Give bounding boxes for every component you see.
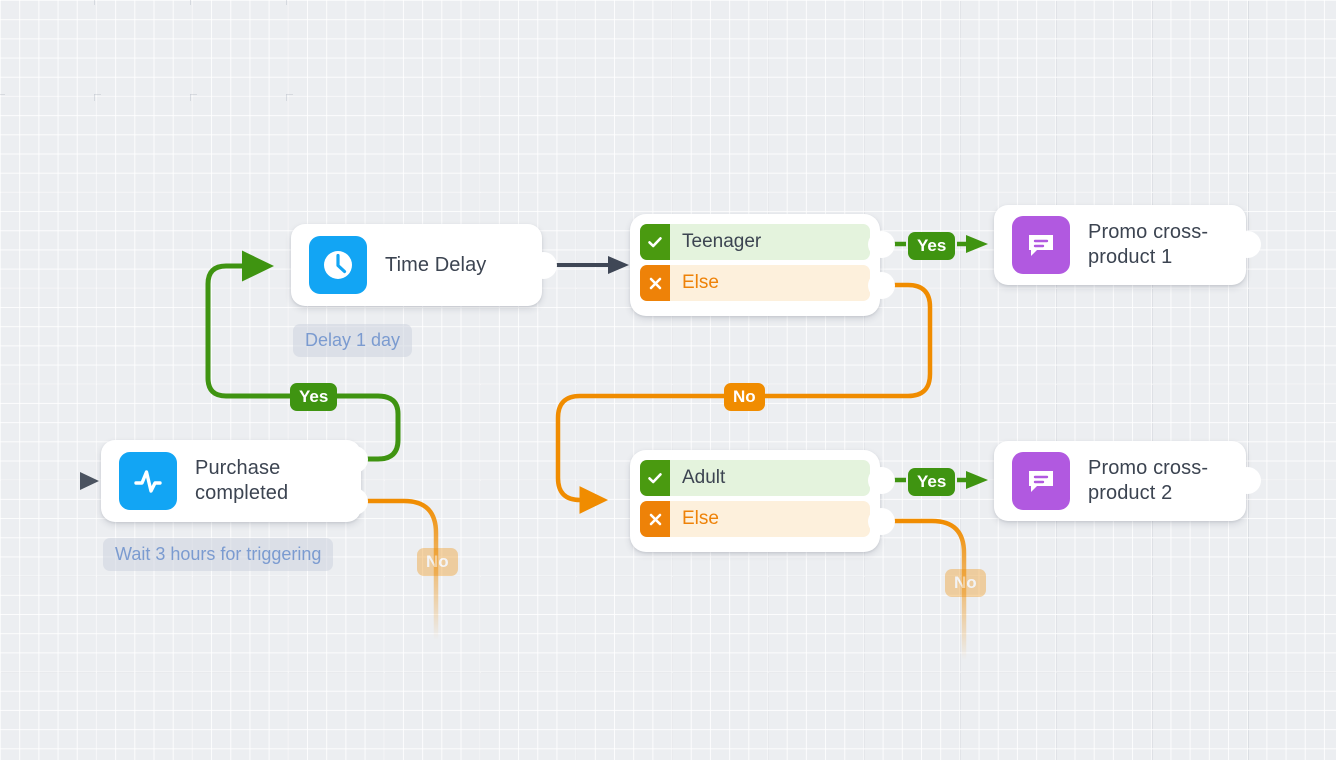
node-time-delay[interactable]: Time Delay [291,224,542,306]
port-adult-true[interactable] [868,467,895,494]
condition-row-true[interactable]: Teenager [640,224,870,260]
edge-label-teenager-yes[interactable]: Yes [908,232,956,260]
port-purchase-no[interactable] [341,488,368,515]
edge-label-purchase-yes[interactable]: Yes [290,383,338,411]
check-icon [640,224,670,260]
condition-false-label: Else [682,272,719,293]
node-condition-adult[interactable]: Adult Else [630,450,880,552]
port-purchase-yes[interactable] [341,446,368,473]
port-promo-1-out[interactable] [1234,231,1261,258]
time-delay-meta-label: Delay 1 day [293,324,413,357]
condition-false-label: Else [682,508,719,529]
port-adult-else[interactable] [868,508,895,535]
condition-row-true[interactable]: Adult [640,460,870,496]
node-title: Time Delay [385,253,487,276]
edge-label-teenager-else[interactable]: No [724,383,765,411]
condition-row-false[interactable]: Else [640,501,870,537]
cross-icon [640,501,670,537]
condition-true-label: Adult [682,467,726,488]
condition-true-label: Teenager [682,231,762,252]
port-promo-2-out[interactable] [1234,467,1261,494]
message-bubble-icon [1012,216,1070,274]
clock-icon [309,236,367,294]
message-bubble-icon [1012,452,1070,510]
node-condition-teenager[interactable]: Teenager Else [630,214,880,316]
node-purchase-completed[interactable]: Purchase completed [101,440,361,522]
cross-icon [640,265,670,301]
check-icon [640,460,670,496]
grid-crosshairs [0,0,300,150]
edge-label-purchase-no[interactable]: No [417,548,458,576]
port-time-delay-out[interactable] [530,252,557,279]
edge-label-adult-else[interactable]: No [945,569,986,597]
node-title: Purchase completed [195,457,289,504]
node-title: Promo cross- product 1 [1088,221,1209,268]
port-teenager-true[interactable] [868,231,895,258]
condition-row-false[interactable]: Else [640,265,870,301]
node-promo-cross-product-2[interactable]: Promo cross- product 2 [994,441,1246,521]
edge-label-adult-yes[interactable]: Yes [908,468,956,496]
node-title: Promo cross- product 2 [1088,457,1209,504]
port-teenager-else[interactable] [868,272,895,299]
activity-pulse-icon [119,452,177,510]
node-promo-cross-product-1[interactable]: Promo cross- product 1 [994,205,1246,285]
purchase-meta-label: Wait 3 hours for triggering [103,538,334,571]
